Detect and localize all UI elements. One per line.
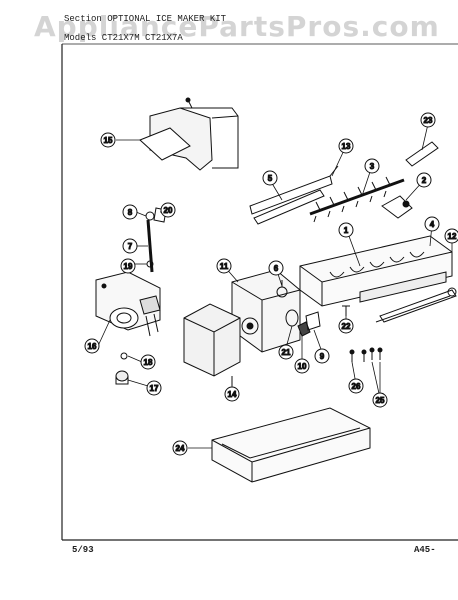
- svg-text:22: 22: [342, 322, 351, 331]
- callout-21: 21: [278, 344, 294, 360]
- callout-24: 24: [172, 440, 188, 456]
- svg-text:8: 8: [128, 208, 133, 217]
- section-header: Section OPTIONAL ICE MAKER KIT: [64, 14, 227, 24]
- part-3-ejector: [309, 176, 405, 223]
- svg-text:23: 23: [424, 116, 433, 125]
- callout-17: 17: [146, 380, 162, 396]
- svg-text:14: 14: [228, 390, 237, 399]
- footer-page-code: A45-: [414, 545, 436, 555]
- part-15-cover: [139, 97, 239, 171]
- callout-1: 1: [338, 222, 354, 238]
- svg-text:5: 5: [268, 174, 273, 183]
- part-22-screw: [342, 305, 350, 316]
- svg-text:13: 13: [342, 142, 351, 151]
- svg-text:12: 12: [448, 232, 457, 241]
- callout-8: 8: [122, 204, 138, 220]
- callout-10: 10: [294, 358, 310, 374]
- part-25-26-screws: [349, 347, 383, 362]
- callout-25: 25: [372, 392, 388, 408]
- svg-text:26: 26: [352, 382, 361, 391]
- part-1-ice-mold: [299, 235, 453, 307]
- callout-14: 14: [224, 386, 240, 402]
- footer-date: 5/93: [72, 545, 94, 555]
- callout-19: 19: [120, 258, 136, 274]
- callout-7: 7: [122, 238, 138, 254]
- callout-6: 6: [268, 260, 284, 276]
- svg-text:17: 17: [150, 384, 159, 393]
- svg-text:6: 6: [274, 264, 279, 273]
- callout-15: 15: [100, 132, 116, 148]
- page-frame: [61, 43, 458, 541]
- svg-text:24: 24: [176, 444, 185, 453]
- callout-20: 20: [160, 202, 176, 218]
- callout-9: 9: [314, 348, 330, 364]
- svg-text:10: 10: [298, 362, 307, 371]
- svg-text:11: 11: [220, 262, 229, 271]
- part-23-tube: [405, 141, 439, 167]
- svg-text:7: 7: [128, 242, 133, 251]
- callout-13: 13: [338, 138, 354, 154]
- svg-text:3: 3: [370, 162, 375, 171]
- svg-text:20: 20: [164, 206, 173, 215]
- svg-text:19: 19: [124, 262, 133, 271]
- part-4-heater: [375, 287, 457, 323]
- svg-text:1: 1: [344, 226, 349, 235]
- svg-text:16: 16: [88, 342, 97, 351]
- part-9-lever: [305, 311, 321, 331]
- svg-text:2: 2: [422, 176, 427, 185]
- callout-12: 12: [444, 228, 458, 244]
- part-18-washer: [120, 352, 128, 360]
- svg-text:18: 18: [144, 358, 153, 367]
- callout-18: 18: [140, 354, 156, 370]
- part-2-arm: [381, 195, 413, 219]
- callout-22: 22: [338, 318, 354, 334]
- part-14-module: [183, 303, 241, 386]
- svg-text:15: 15: [104, 136, 113, 145]
- models-header: Models CT21X7M CT21X7A: [64, 33, 183, 43]
- part-16-water-valve: [95, 271, 161, 337]
- part-5-rod: [253, 189, 325, 225]
- svg-text:4: 4: [430, 220, 435, 229]
- callout-4: 4: [424, 216, 440, 232]
- callout-5: 5: [262, 170, 278, 186]
- svg-text:25: 25: [376, 396, 385, 405]
- part-17-fitting: [115, 370, 129, 385]
- callouts: 15 13 5 3 2 23 1 4 12 11 6 21 10 9 22 14…: [84, 112, 458, 456]
- callout-11: 11: [216, 258, 232, 274]
- part-7-fill-tube: [146, 219, 154, 273]
- callout-26: 26: [348, 378, 364, 394]
- svg-text:21: 21: [282, 348, 291, 357]
- callout-16: 16: [84, 338, 100, 354]
- part-8-fitting: [145, 211, 155, 221]
- part-24-ice-bin: [211, 407, 371, 483]
- svg-text:9: 9: [320, 352, 325, 361]
- callout-2: 2: [416, 172, 432, 188]
- callout-23: 23: [420, 112, 436, 128]
- callout-3: 3: [364, 158, 380, 174]
